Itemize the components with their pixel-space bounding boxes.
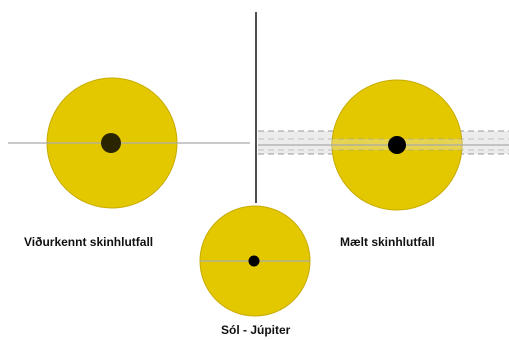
planet-dot-right — [388, 136, 406, 154]
jupiter-dot — [248, 255, 260, 267]
sun-jupiter-figure — [199, 205, 311, 317]
planet-dot-left — [101, 133, 121, 153]
accepted-ratio-figure — [8, 77, 250, 209]
sun-jupiter-label: Sól - Júpiter — [221, 323, 291, 337]
accepted-ratio-label: Viðurkennt skinhlutfall — [24, 235, 154, 249]
measured-ratio-label: Mælt skinhlutfall — [340, 235, 435, 249]
measured-ratio-figure — [258, 79, 509, 211]
